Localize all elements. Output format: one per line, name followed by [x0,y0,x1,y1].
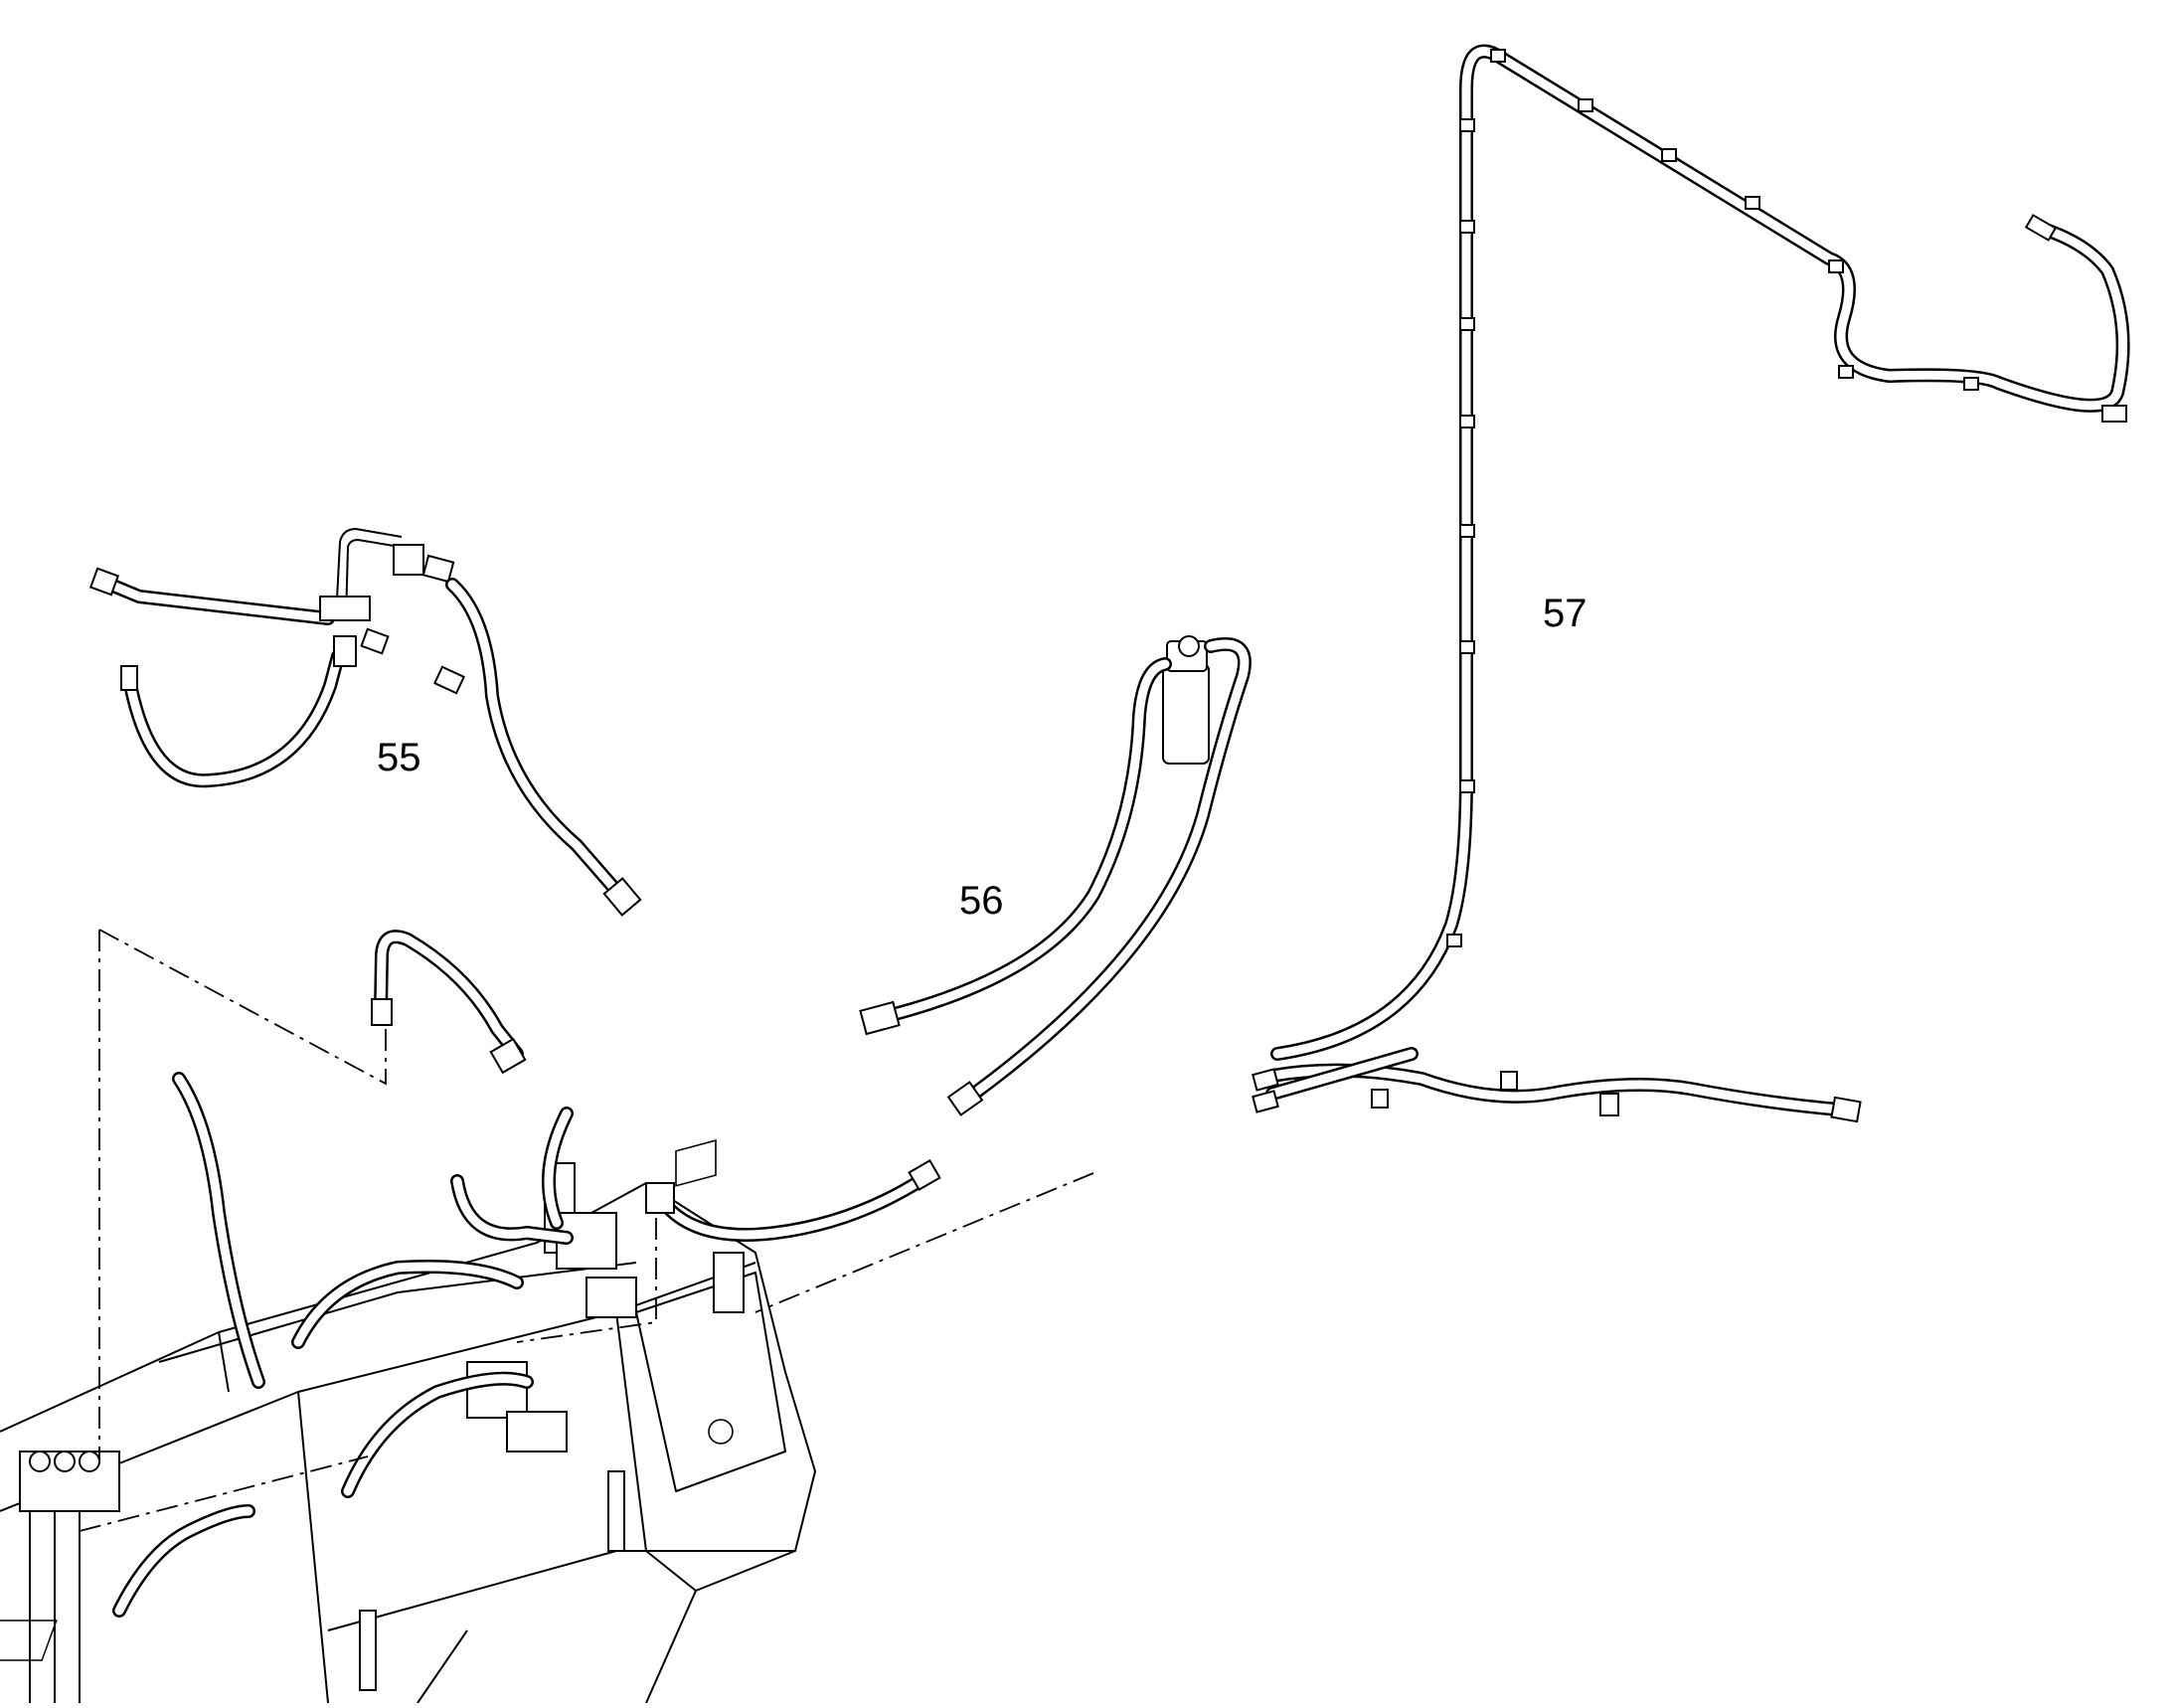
callout-57: 57 [1543,592,1588,635]
loose-adapter [432,665,466,695]
long-hose-assembly-57[interactable] [1252,44,2130,1123]
filter-cap [1178,635,1200,657]
hose-end-fitting [120,665,138,691]
hose-end-fitting [88,567,120,597]
hose-end-fitting [946,1081,984,1116]
hose-end-fitting [1252,1090,1279,1113]
elbow-fitting [645,1182,675,1214]
inline-filter-canister [1162,663,1210,765]
hose-clips [1446,49,1979,947]
tee-block [319,596,371,621]
valve-block [585,1277,637,1318]
hose-end-fitting [859,1000,901,1036]
hose-clip [1371,1089,1389,1109]
clamp-block [393,544,424,576]
callout-55: 55 [377,736,421,779]
assembly-reference-lines [79,929,1094,1532]
hose-end-fitting [602,877,642,917]
post [607,1470,625,1552]
tube-end-fitting [371,998,393,1026]
hose-clip [1500,1071,1518,1091]
hose-end-fitting [2101,405,2127,423]
filter-hose-assembly-56[interactable] [859,635,1252,1116]
hose-end-fitting [421,554,455,584]
adapter-fitting [333,635,357,667]
hose-end-fitting [2024,214,2058,242]
hose-clip [1599,1093,1619,1116]
bent-tube[interactable] [371,930,527,1075]
short-hose-to-filter[interactable] [645,1158,941,1242]
hose-assembly-55[interactable] [88,528,642,917]
callout-56: 56 [959,879,1004,923]
hose-end-fitting [1252,1068,1279,1092]
machine-base-frame [0,1072,816,1704]
tube-end-fitting [489,1037,527,1075]
adapter-fitting [360,627,390,655]
valve-block [506,1411,568,1452]
valve-block [466,1361,528,1419]
hose-end-fitting [1830,1096,1862,1123]
hose-end-fitting [908,1158,941,1192]
post [713,1252,745,1313]
post [359,1610,377,1691]
